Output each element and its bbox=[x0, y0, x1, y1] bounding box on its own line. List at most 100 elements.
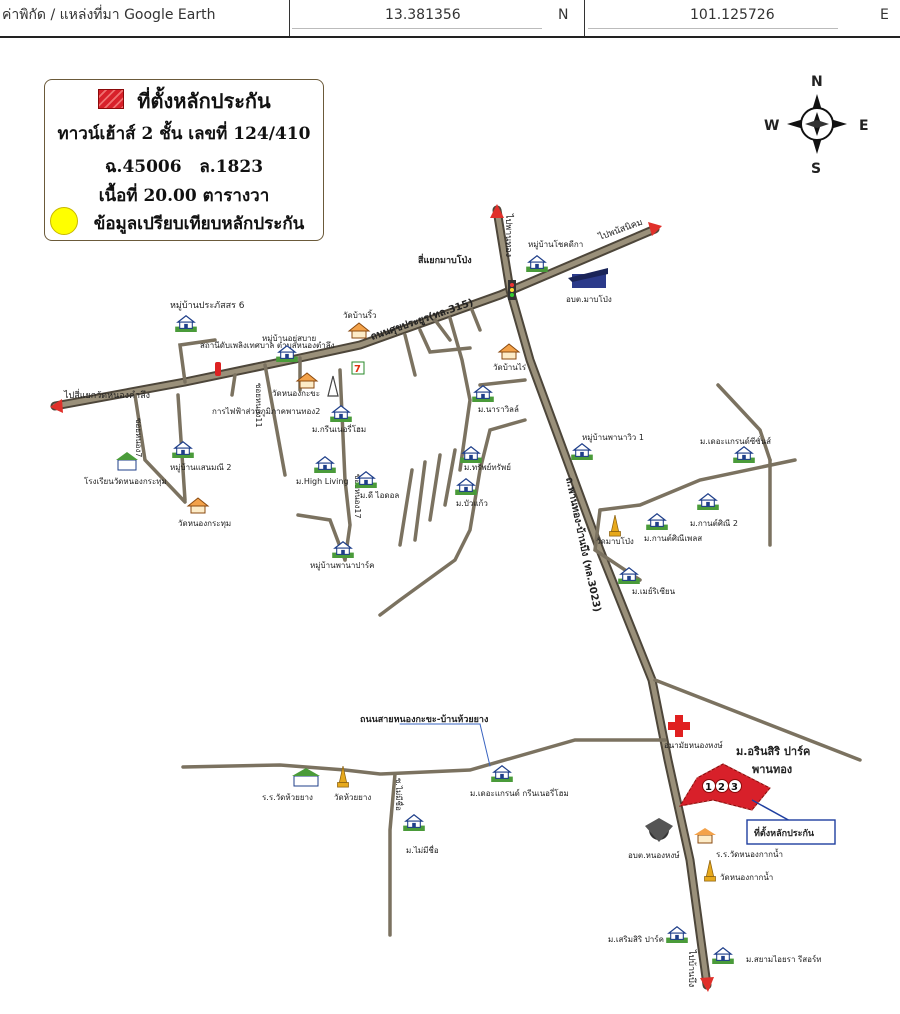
compass-south: S bbox=[811, 161, 821, 177]
label-soi11: ซอยหนอง11 bbox=[254, 383, 263, 428]
arrow-to-phanthong bbox=[490, 204, 504, 218]
house-icon bbox=[175, 315, 197, 332]
house-icon bbox=[697, 493, 719, 510]
stupa-icon bbox=[609, 515, 621, 537]
arrow-to-wat-nongkamlueng bbox=[50, 399, 63, 413]
house-icon bbox=[666, 926, 688, 943]
legend-title: ที่ตั้งหลักประกัน bbox=[137, 89, 271, 113]
house-icon bbox=[314, 456, 336, 473]
label-school-huaiyang: ร.ร.วัดห้วยยาง bbox=[262, 793, 313, 802]
label-arinsiri: ม.อรินสิริ ปาร์ค bbox=[736, 745, 810, 758]
longitude-underline bbox=[588, 28, 838, 29]
arrow-to-phanatnikhom bbox=[648, 222, 662, 236]
label-mayrison: ม.เมย์ริเซียน bbox=[632, 586, 676, 596]
label-hospital: อนามัยหนองหงษ์ bbox=[664, 740, 723, 750]
svg-text:3: 3 bbox=[731, 782, 738, 793]
label-callout: ที่ตั้งหลักประกัน bbox=[754, 826, 815, 839]
label-soi7: ซอยหนอง7 bbox=[134, 418, 143, 457]
label-grand-green: ม.เดอะแกรนด์ กรีนเนอรี่โฮม bbox=[470, 787, 569, 798]
house-icon bbox=[571, 443, 593, 460]
label-kanthip: ม.กานต์ศิณีเพลส bbox=[644, 533, 702, 543]
arrow-to-banbueng bbox=[700, 977, 714, 992]
label-village-phanavill1: หมู่บ้านพานาวิว 1 bbox=[582, 433, 644, 443]
label-wat-banrai: วัดบ้านไร่ bbox=[493, 363, 527, 372]
legend-property: ทาวน์เฮ้าส์ 2 ชั้น เลขที่ 124/410 bbox=[57, 124, 311, 144]
label-to-phanthong: ไปพานทอง bbox=[503, 213, 514, 257]
label-village-saenmanee2: หมู่บ้านแสนมณี 2 bbox=[170, 463, 231, 473]
header-divider bbox=[289, 0, 290, 36]
label-wat-nongkaknam: วัดหนองกากน้ำ bbox=[720, 871, 773, 882]
label-to-banbueng: ไปบ้านบึง bbox=[686, 949, 697, 987]
traffic-light-icon bbox=[508, 280, 516, 300]
label-wat-huaiyang: วัดห้วยยาง bbox=[334, 793, 371, 802]
label-soi-maimisue: ซ.ไม่มีชื่อ bbox=[394, 778, 405, 811]
hospital-icon bbox=[668, 715, 690, 737]
house-icon bbox=[646, 513, 668, 530]
house-icon bbox=[472, 385, 494, 402]
label-wat-mabpong: วัดมาบโป่ง bbox=[596, 536, 634, 546]
road-3023-inner bbox=[494, 207, 710, 988]
label-maimisue: ม.ไม่มีชื่อ bbox=[406, 844, 439, 855]
main-road-315-inner bbox=[52, 226, 658, 409]
label-soi17: ซอยหนอง17 bbox=[353, 474, 362, 519]
svg-text:7: 7 bbox=[354, 364, 361, 375]
label-wat-banrew: วัดบ้านริ้ว bbox=[343, 309, 377, 320]
road-3023 bbox=[492, 205, 712, 990]
legend-deed: ฉ.45006 ล.1823 bbox=[45, 153, 323, 180]
label-high-living: ม.High Living bbox=[296, 477, 349, 486]
power-tower-icon bbox=[327, 375, 339, 397]
label-village-chokdika: หมู่บ้านโชคดีกา bbox=[528, 239, 583, 250]
label-to-wat-nongkamlueng: ไปสี่แยกวัดหนองคำลึง bbox=[63, 388, 150, 401]
legend-area: เนื้อที่ 20.00 ตารางวา bbox=[98, 186, 270, 206]
label-intersection: สี่แยกมาบโป่ง bbox=[417, 253, 471, 266]
svg-text:1: 1 bbox=[705, 782, 712, 793]
compass-north: N bbox=[811, 74, 823, 90]
house-icon bbox=[526, 255, 548, 272]
header-divider bbox=[584, 0, 585, 36]
callout-box bbox=[746, 819, 836, 845]
house-icon bbox=[172, 441, 194, 458]
compare-dot-icon bbox=[50, 207, 78, 235]
latitude-underline bbox=[292, 28, 542, 29]
garuda-emblem-icon bbox=[645, 818, 673, 842]
house-icon bbox=[403, 814, 425, 831]
legend-compare: ข้อมูลเปรียบเทียบหลักประกัน bbox=[93, 214, 305, 234]
compass-west: W bbox=[764, 118, 779, 134]
label-arinsiri-2: พานทอง bbox=[752, 763, 792, 776]
label-grand-seasons: ม.เดอะแกรนด์ซีซั่นส์ bbox=[700, 435, 771, 446]
flag-school-icon bbox=[694, 828, 716, 844]
house-icon bbox=[733, 446, 755, 463]
label-pea: การไฟฟ้าส่วนภูมิภาคพานทอง2 bbox=[212, 407, 320, 417]
fire-extinguisher-icon bbox=[215, 362, 221, 376]
legend-box: ที่ตั้งหลักประกัน ทาวน์เฮ้าส์ 2 ชั้น เลข… bbox=[44, 79, 324, 241]
label-saisap: ม.ทรัพย์ทรัพย์ bbox=[464, 462, 511, 472]
house-icon bbox=[455, 478, 477, 495]
coord-source-label: ค่าพิกัด / แหล่งที่มา Google Earth bbox=[2, 7, 216, 23]
compass-east: E bbox=[859, 118, 869, 134]
map-canvas: N S W E ถนนศุขประยูร(ทล.315) ถ.พานทอง-บ้… bbox=[50, 74, 869, 992]
label-school-nongkrahum: โรงเรียนวัดหนองกระทุม bbox=[84, 476, 167, 486]
school-icon bbox=[292, 768, 320, 787]
collateral-area: 1 2 3 bbox=[678, 763, 771, 811]
label-school-nongkaknam: ร.ร.วัดหนองกากน้ำ bbox=[716, 848, 783, 859]
label-dee-condo: ม.ดี ไอดอล bbox=[360, 491, 399, 500]
label-village-phanapark: หมู่บ้านพานาปาร์ค bbox=[310, 560, 375, 571]
temple-icon bbox=[187, 497, 209, 514]
coordinate-header: ค่าพิกัด / แหล่งที่มา Google Earth 13.38… bbox=[0, 0, 900, 38]
label-kanthip2: ม.กานต์ศิณี 2 bbox=[690, 518, 738, 528]
svg-text:2: 2 bbox=[718, 782, 725, 793]
house-icon bbox=[330, 405, 352, 422]
label-green-home: ม.กรีนเนอรี่โฮม bbox=[312, 423, 366, 434]
label-wat-nongkrahum: วัดหนองกระทุม bbox=[178, 519, 231, 528]
latitude-value: 13.381356 bbox=[385, 7, 461, 23]
latitude-direction: N bbox=[558, 7, 569, 23]
collateral-swatch-icon bbox=[98, 89, 124, 109]
label-sao-mabpong: อบต.มาบโป่ง bbox=[566, 294, 612, 304]
label-siam-resort: ม.สยามไอยรา รีสอร์ท bbox=[746, 954, 822, 964]
label-nara-villa: ม.นาราวิลล์ bbox=[478, 404, 519, 414]
land-number: ล.1823 bbox=[199, 157, 264, 177]
label-fire-station: สถานีดับเพลิงเทศบาล ตำบลหนองตำลึง bbox=[200, 341, 335, 350]
road-network bbox=[50, 204, 862, 992]
deed-number: ฉ.45006 bbox=[104, 157, 182, 177]
label-village-prapatsorn6: หมู่บ้านประภัสสร 6 bbox=[170, 300, 245, 311]
